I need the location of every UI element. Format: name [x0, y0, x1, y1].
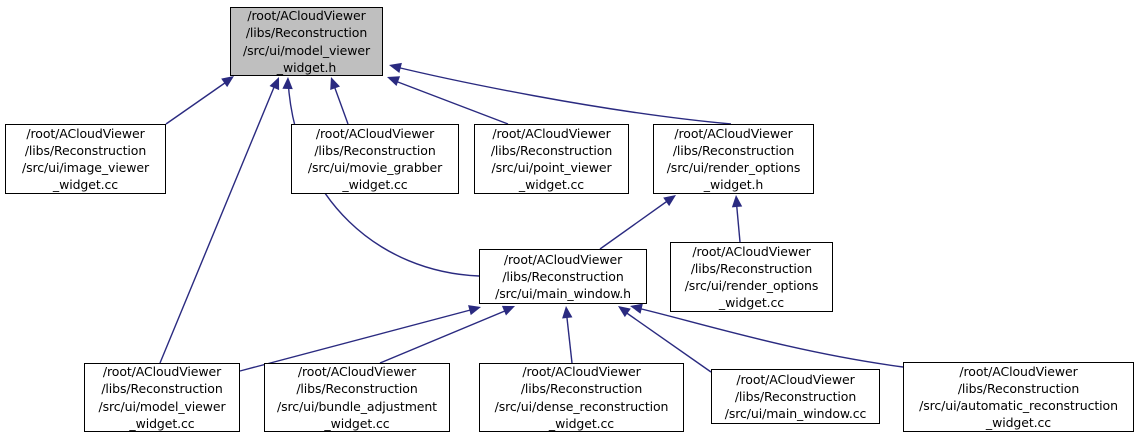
node-label: /root/ACloudViewer /libs/Reconstruction …	[307, 125, 443, 193]
node-label: /root/ACloudViewer /libs/Reconstruction …	[919, 363, 1118, 431]
edge-automatic_reconstruction_widget_cc-to-main_window_h	[632, 306, 904, 368]
arrowhead-render_options_widget_h-to-model_viewer_widget_h	[389, 62, 402, 73]
edge-render_options_widget_cc-to-render_options_widget_h	[735, 197, 741, 243]
edge-point_viewer_widget_cc-to-model_viewer_widget_h	[389, 78, 509, 125]
arrowhead-point_viewer_widget_cc-to-model_viewer_widget_h	[387, 76, 401, 86]
node-render-options-widget-h[interactable]: /root/ACloudViewer /libs/Reconstruction …	[653, 124, 814, 194]
edge-model_viewer_widget_cc-to-main_window_h	[239, 307, 479, 372]
node-label: /root/ACloudViewer /libs/Reconstruction …	[684, 243, 819, 311]
node-label: /root/ACloudViewer /libs/Reconstruction …	[724, 371, 867, 422]
node-label: /root/ACloudViewer /libs/Reconstruction …	[494, 364, 669, 431]
edge-movie_grabber_widget_cc-to-model_viewer_widget_h	[331, 79, 349, 125]
node-movie-grabber-widget-cc[interactable]: /root/ACloudViewer /libs/Reconstruction …	[291, 124, 459, 194]
node-point-viewer-widget-cc[interactable]: /root/ACloudViewer /libs/Reconstruction …	[474, 124, 629, 194]
node-label: /root/ACloudViewer /libs/Reconstruction …	[21, 125, 150, 193]
node-label: /root/ACloudViewer /libs/Reconstruction …	[490, 125, 613, 193]
node-label: /root/ACloudViewer /libs/Reconstruction …	[495, 251, 631, 302]
node-label: /root/ACloudViewer /libs/Reconstruction …	[98, 364, 226, 431]
node-label: /root/ACloudViewer /libs/Reconstruction …	[242, 8, 371, 75]
node-model-viewer-widget-h[interactable]: /root/ACloudViewer /libs/Reconstruction …	[230, 7, 383, 76]
node-label: /root/ACloudViewer /libs/Reconstruction …	[666, 125, 801, 193]
node-label: /root/ACloudViewer /libs/Reconstruction …	[276, 364, 437, 431]
edge-main_window_h-to-render_options_widget_h	[599, 196, 674, 250]
arrowhead-main_window_cc-to-main_window_h	[618, 306, 631, 318]
node-automatic-reconstruction-widget-cc[interactable]: /root/ACloudViewer /libs/Reconstruction …	[903, 362, 1134, 432]
arrowhead-dense_reconstruction_widget_cc-to-main_window_h	[562, 306, 573, 319]
edge-model_viewer_widget_cc-to-model_viewer_widget_h	[159, 79, 278, 364]
node-dense-reconstruction-widget-cc[interactable]: /root/ACloudViewer /libs/Reconstruction …	[479, 363, 684, 432]
node-model-viewer-widget-cc[interactable]: /root/ACloudViewer /libs/Reconstruction …	[84, 363, 240, 432]
node-image-viewer-widget-cc[interactable]: /root/ACloudViewer /libs/Reconstruction …	[5, 124, 166, 194]
arrowhead-render_options_widget_cc-to-render_options_widget_h	[731, 195, 743, 208]
edge-bundle_adjustment_widget_cc-to-main_window_h	[379, 307, 513, 364]
edge-render_options_widget_h-to-model_viewer_widget_h	[391, 65, 732, 125]
node-main-window-cc[interactable]: /root/ACloudViewer /libs/Reconstruction …	[711, 369, 880, 424]
node-bundle-adjustment-widget-cc[interactable]: /root/ACloudViewer /libs/Reconstruction …	[264, 363, 450, 432]
arrowhead-model_viewer_widget_cc-to-model_viewer_widget_h	[269, 77, 280, 91]
arrowhead-main_window_h-to-model_viewer_widget_h	[282, 77, 293, 90]
node-main-window-h[interactable]: /root/ACloudViewer /libs/Reconstruction …	[479, 249, 647, 304]
arrowhead-movie_grabber_widget_cc-to-model_viewer_widget_h	[330, 77, 340, 91]
edge-dense_reconstruction_widget_cc-to-main_window_h	[565, 308, 573, 364]
node-render-options-widget-cc[interactable]: /root/ACloudViewer /libs/Reconstruction …	[670, 242, 833, 312]
edge-image_viewer_widget_cc-to-model_viewer_widget_h	[165, 77, 233, 125]
